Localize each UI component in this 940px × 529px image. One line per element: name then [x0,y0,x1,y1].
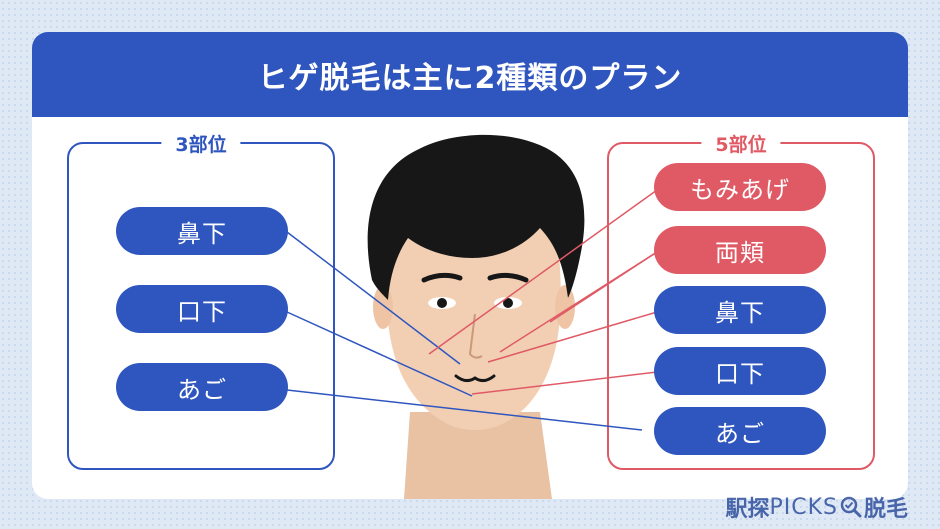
three-area-item-nose: 鼻下 [116,207,288,255]
three-area-plan-title: 3部位 [161,130,241,157]
pill-label: 口下 [177,297,227,326]
mouth [454,374,496,383]
five-area-item-sideburns: もみあげ [654,163,826,211]
face-diagram [286,134,658,499]
neck [404,412,552,499]
pill-label: 鼻下 [715,298,765,327]
pill-label: あご [177,375,227,404]
logo-right-text: 脱毛 [863,497,908,522]
page-title: ヒゲ脱毛は主に2種類のプラン [257,60,683,96]
left-eyebrow [421,272,463,283]
right-ear [555,285,575,329]
three-area-plan-box: 3部位 [67,130,335,470]
brand-logo: 駅探 PICKS 脱毛 [725,491,908,523]
right-eyebrow [487,272,529,283]
five-area-item-below-mouth: 口下 [654,347,826,395]
pill-label: 両頬 [715,238,765,267]
pill-label: 鼻下 [177,219,227,248]
three-area-item-chin: あご [116,363,288,411]
title-banner: ヒゲ脱毛は主に2種類のプラン [32,32,908,117]
five-area-item-nose: 鼻下 [654,286,826,334]
magnifier-check-icon [840,496,862,518]
logo-left-text: 駅探 [725,497,770,522]
plan-card: ヒゲ脱毛は主に2種類のプラン 3部位 5部位 [32,32,908,499]
five-area-plan-box: 5部位 [607,130,875,470]
five-area-plan-title: 5部位 [701,130,781,157]
pill-label: あご [715,419,765,448]
pill-label: もみあげ [690,175,790,204]
logo-middle-text: PICKS [769,494,838,520]
hair [367,134,585,300]
nose [468,313,483,359]
three-area-item-below-mouth: 口下 [116,285,288,333]
five-area-item-chin: あご [654,407,826,455]
pill-label: 口下 [715,359,765,388]
five-area-item-cheeks: 両頬 [654,226,826,274]
